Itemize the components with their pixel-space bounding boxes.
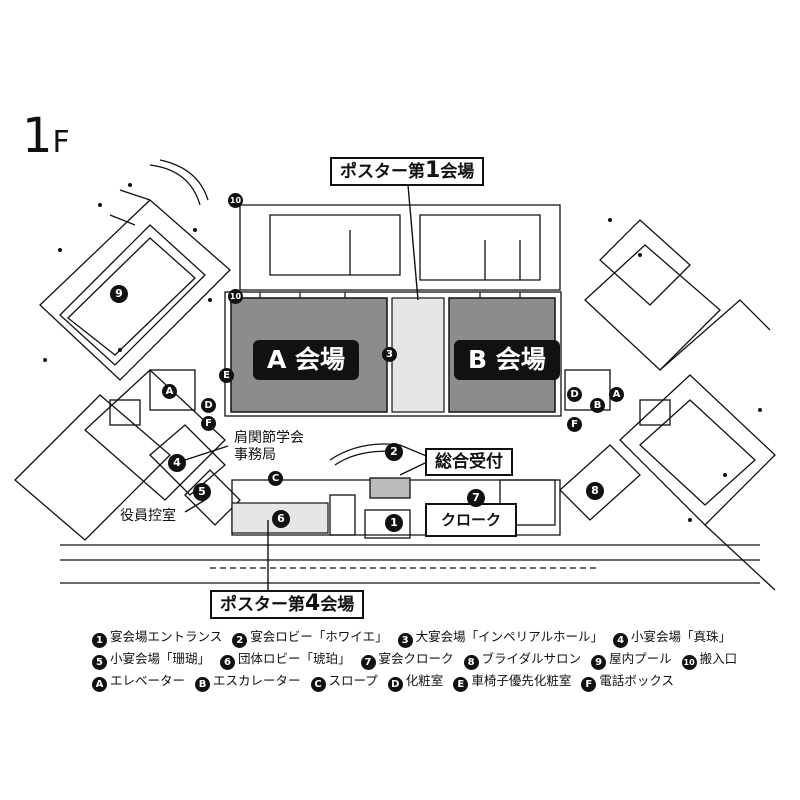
marker-7: 7 — [467, 489, 485, 507]
legend-badge: 1 — [92, 633, 107, 648]
marker-6: 6 — [272, 510, 290, 528]
legend-badge: 2 — [232, 633, 248, 648]
floor-number: 1 — [22, 108, 53, 164]
legend-badge: E — [453, 677, 469, 692]
legend-text: 小宴会場「珊瑚」 — [110, 651, 211, 666]
marker-5: 5 — [193, 483, 211, 501]
marker-d-left: D — [201, 398, 216, 413]
legend-text: ブライダルサロン — [481, 651, 582, 666]
marker-10-top: 10 — [228, 193, 243, 208]
legend-text: 電話ボックス — [599, 673, 674, 688]
floor-label: 1F — [22, 112, 70, 167]
legend-badge: 8 — [463, 655, 479, 670]
marker-d-right: D — [567, 387, 582, 402]
legend-badge: 3 — [397, 633, 413, 648]
marker-4: 4 — [168, 454, 186, 472]
legend-badge: 6 — [220, 655, 236, 670]
marker-1: 1 — [385, 514, 403, 532]
legend-badge: 9 — [591, 655, 607, 670]
legend-text: 屋内プール — [609, 651, 672, 666]
legend-text: 宴会場エントランス — [110, 629, 223, 644]
marker-c: C — [268, 471, 283, 486]
legend-badge: C — [310, 677, 326, 692]
legend-badge: 10 — [681, 655, 697, 670]
legend-text: 搬入口 — [699, 651, 738, 666]
hall-b-label: B 会場 — [454, 340, 560, 380]
legend-text: 宴会クローク — [378, 651, 454, 666]
floor-suffix: F — [52, 125, 70, 160]
marker-f-left: F — [201, 416, 216, 431]
poster-hall-4-callout: ポスター第4会場 — [210, 590, 365, 619]
legend-text: エスカレーター — [213, 673, 301, 688]
legend-text: 小宴会場「真珠」 — [631, 629, 732, 644]
legend-text: 大宴会場「インペリアルホール」 — [415, 629, 604, 644]
legend-badge: F — [581, 677, 597, 692]
legend-text: スロープ — [328, 673, 378, 688]
marker-a-right: A — [609, 387, 624, 402]
officers-room-label: 役員控室 — [120, 508, 176, 524]
marker-f-right: F — [567, 417, 582, 432]
marker-a-left: A — [162, 384, 177, 399]
marker-10-hall: 10 — [228, 289, 243, 304]
legend-badge: D — [387, 677, 403, 692]
marker-3: 3 — [382, 347, 397, 362]
marker-2: 2 — [385, 443, 403, 461]
marker-b: B — [590, 398, 605, 413]
cloak-label: クローク — [425, 503, 517, 537]
legend-text: 団体ロビー「琥珀」 — [238, 651, 351, 666]
marker-e: E — [219, 368, 234, 383]
legend-badge: B — [195, 677, 211, 692]
legend-badge: 7 — [360, 655, 376, 670]
hall-a-label: A 会場 — [253, 340, 360, 380]
legend-badge: 5 — [92, 655, 107, 670]
legend-badge: 4 — [613, 633, 629, 648]
reception-callout: 総合受付 — [425, 448, 513, 476]
legend-text: 宴会ロビー「ホワイエ」 — [250, 629, 388, 644]
office-label: 肩関節学会 事務局 — [234, 430, 304, 463]
legend-text: エレベーター — [110, 673, 186, 688]
legend-text: 化粧室 — [405, 673, 444, 688]
marker-8: 8 — [586, 482, 604, 500]
legend-text: 車椅子優先化粧室 — [471, 673, 572, 688]
legend-badge: A — [92, 677, 107, 692]
marker-9: 9 — [110, 285, 128, 303]
poster-hall-1-callout: ポスター第1会場 — [330, 157, 485, 186]
